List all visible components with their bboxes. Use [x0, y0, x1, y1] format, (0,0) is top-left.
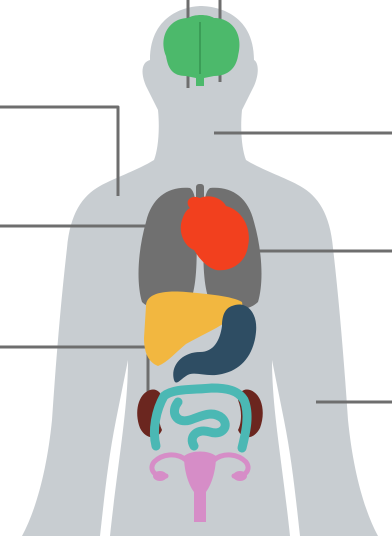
ovary-right: [233, 471, 247, 481]
ovary-left: [153, 471, 167, 481]
leader-line-upper-left: [0, 107, 118, 196]
